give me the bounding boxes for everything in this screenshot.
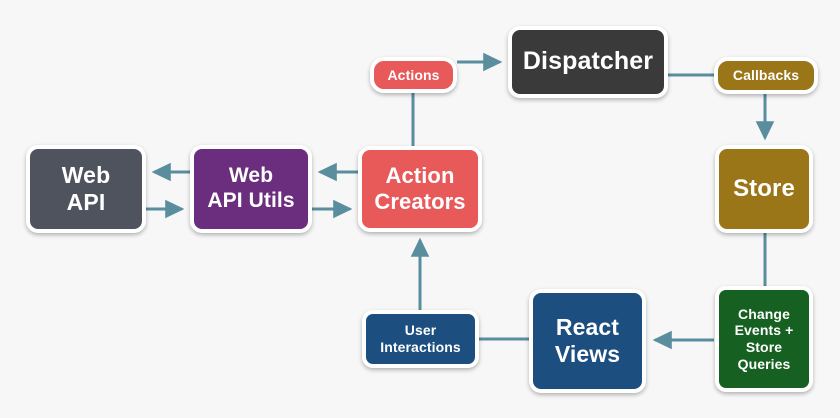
node-web-api-utils[interactable]: Web API Utils — [190, 145, 312, 233]
node-actions[interactable]: Actions — [370, 57, 457, 93]
node-callbacks[interactable]: Callbacks — [714, 57, 818, 94]
node-actions-label: Actions — [387, 66, 440, 83]
node-callbacks-label: Callbacks — [732, 67, 800, 84]
node-change-events-store-queries-label: Change Events + Store Queries — [734, 305, 794, 372]
node-user-interactions-label: User Interactions — [380, 322, 461, 355]
node-web-api-label: Web API — [61, 161, 111, 215]
node-dispatcher-label: Dispatcher — [522, 47, 654, 76]
node-store[interactable]: Store — [715, 145, 813, 233]
node-web-api-utils-label: Web API Utils — [207, 164, 295, 212]
node-dispatcher[interactable]: Dispatcher — [508, 26, 668, 98]
node-user-interactions[interactable]: User Interactions — [362, 310, 479, 368]
node-action-creators[interactable]: Action Creators — [358, 146, 482, 232]
node-web-api[interactable]: Web API — [26, 145, 146, 233]
node-action-creators-label: Action Creators — [374, 163, 466, 214]
node-store-label: Store — [733, 174, 795, 202]
node-react-views-label: React Views — [554, 313, 621, 367]
node-change-events-store-queries[interactable]: Change Events + Store Queries — [715, 286, 813, 392]
node-react-views[interactable]: React Views — [529, 289, 646, 393]
